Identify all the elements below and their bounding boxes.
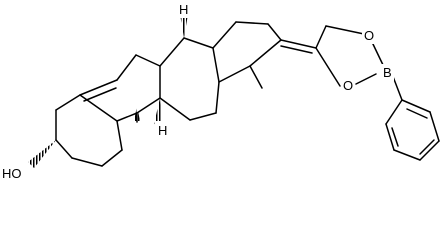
oxygen-lower-label: O [343, 78, 353, 93]
label-oxygen-upper: O [362, 27, 376, 44]
label-hydroxyl: HO [0, 164, 24, 182]
hydroxyl-label: HO [2, 166, 22, 181]
h-top-label: H [179, 2, 188, 17]
h-bottom-hashed-bond [154, 98, 162, 126]
label-h-top: H [177, 2, 189, 18]
methyl-c13 [249, 65, 263, 89]
boron-label: B [383, 65, 392, 80]
oxygen-upper-label: O [364, 28, 374, 43]
h-bottom-label: H [158, 123, 167, 138]
ring-d [212, 21, 282, 83]
hydroxyl-hashed-bond [28, 140, 56, 168]
ring-a [55, 94, 123, 167]
ring-c [159, 37, 220, 121]
chemical-structure: HO H H O O B [0, 2, 440, 182]
h-top-hashed-bond [180, 14, 188, 38]
ring-b [79, 54, 161, 122]
label-oxygen-lower: O [341, 77, 355, 94]
dioxaborolane-ring [280, 25, 385, 87]
label-h-bottom: H [156, 121, 168, 138]
phenyl-ring [385, 73, 440, 161]
label-boron: B [381, 64, 394, 81]
